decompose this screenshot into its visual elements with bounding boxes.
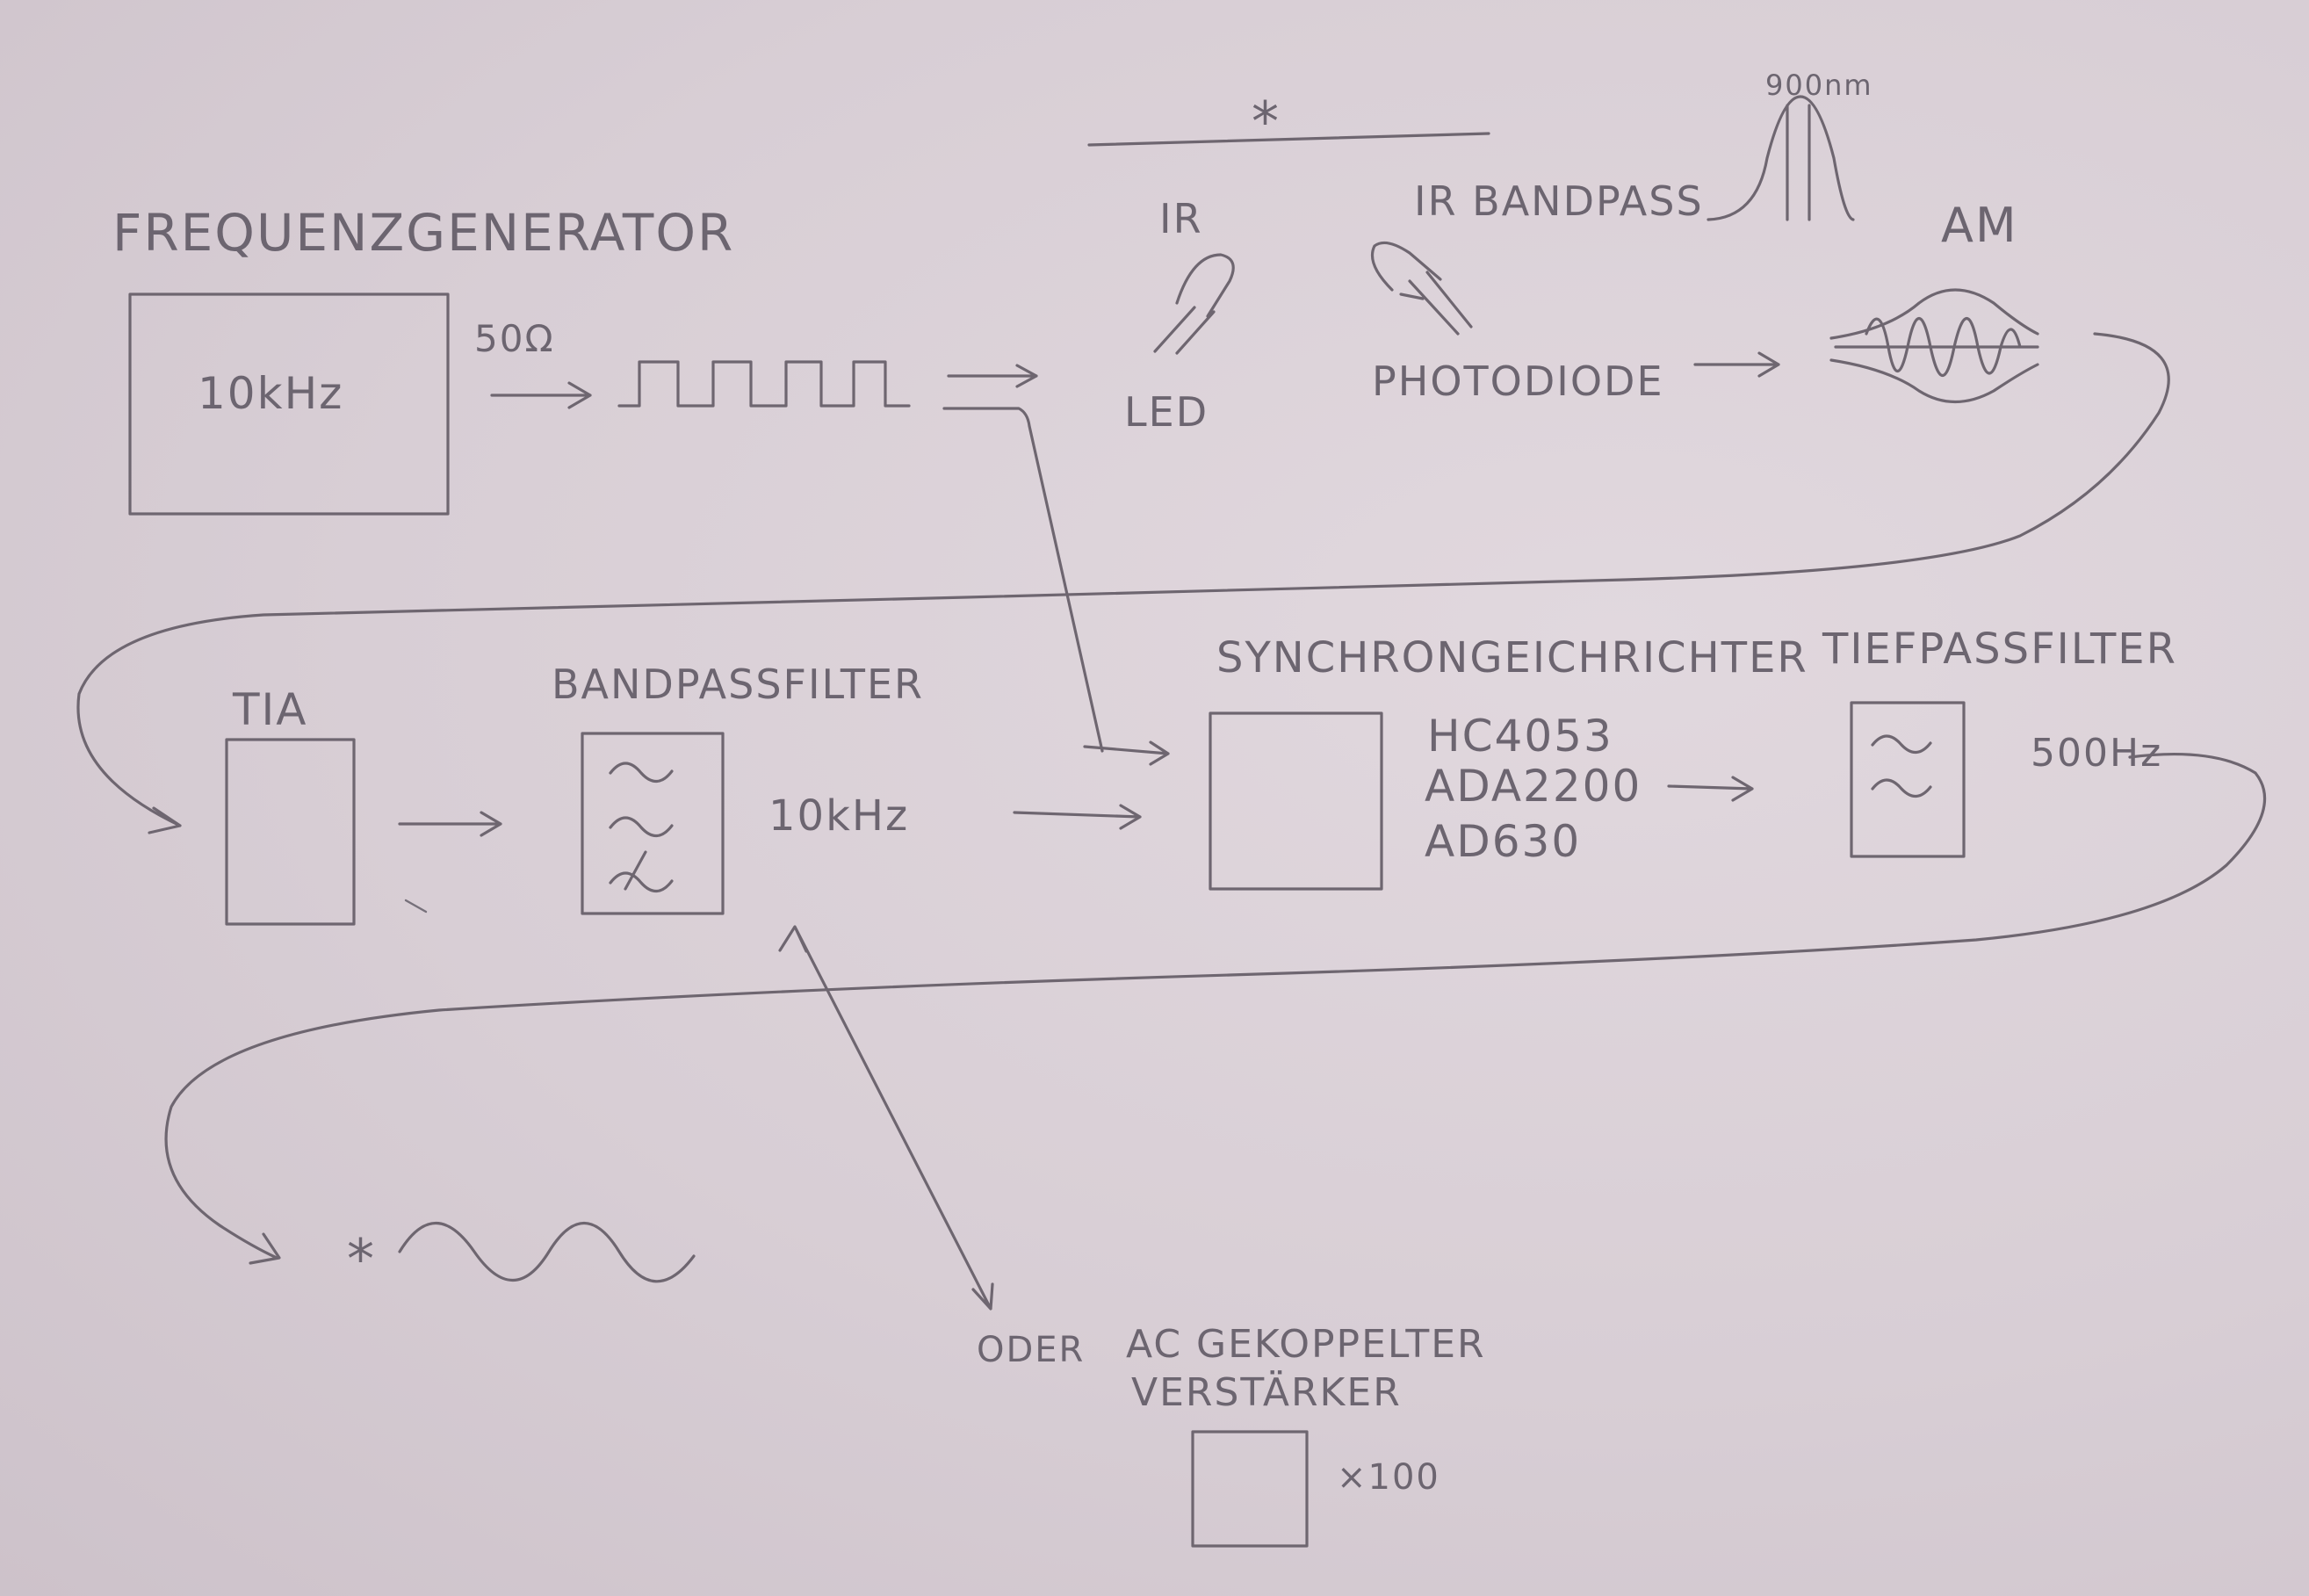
arrow-gen-to-square (490, 381, 592, 409)
freq-generator-label: FREQUENZGENERATOR (112, 203, 734, 263)
arrow-bandpass-to-alternative (778, 925, 994, 1311)
square-wave-icon (617, 360, 911, 408)
connector-am-to-tia (76, 332, 2170, 834)
ir-led-label: IR (1159, 195, 1203, 242)
lowpass-filter-box (1850, 701, 1966, 858)
output-sine-icon (398, 1221, 696, 1283)
star-top: * (1252, 90, 1281, 154)
led-icon (1153, 253, 1235, 355)
lowpass-filter-icon (1871, 734, 1932, 798)
arrow-to-led (947, 364, 1038, 388)
chip-hc4053: HC4053 (1427, 711, 1613, 762)
star-bottom: * (347, 1227, 376, 1291)
ir-bandpass-label: IR BANDPASS (1414, 177, 1704, 225)
impedance-label: 50Ω (474, 317, 555, 360)
connector-lowpass-to-output (164, 752, 2267, 1265)
bandpass-filter-freq: 10kHz (768, 791, 909, 841)
am-signal-icon (1829, 288, 2039, 404)
led-label: LED (1124, 388, 1209, 436)
bandpass-filter-icon (609, 762, 674, 893)
sync-rectifier-label: SYNCHRONGEICHRICHTER (1216, 633, 1808, 682)
sync-rectifier-box (1209, 711, 1383, 891)
photodiode-label: PHOTODIODE (1372, 357, 1664, 405)
lowpass-filter-freq: 500Hz (2031, 731, 2162, 776)
bandpass-filter-box (581, 732, 725, 915)
wavelength-label: 900nm (1765, 69, 1873, 102)
arrow-tia-to-bandpass (398, 811, 502, 837)
chip-ada2200: ADA2200 (1425, 761, 1642, 812)
freq-generator-value: 10kHz (198, 368, 343, 419)
tia-label: TIA (232, 684, 308, 735)
oder-label: ODER (977, 1330, 1085, 1370)
photodiode-icon (1370, 241, 1473, 336)
tia-box (225, 738, 356, 926)
lowpass-filter-label: TIEFPASSFILTER (1822, 625, 2177, 674)
ac-amp-label-1: AC GEKOPPELTER (1126, 1322, 1486, 1367)
arrow-photodiode-to-am (1693, 351, 1780, 378)
ref-line (942, 407, 1170, 766)
freq-generator-box (128, 292, 450, 516)
chip-ad630: AD630 (1425, 816, 1581, 867)
arrow-bandpass-to-sync (1013, 804, 1142, 830)
star-reference-line (1087, 132, 1490, 147)
ac-amp-label-2: VERSTÄRKER (1131, 1369, 1402, 1415)
ac-amp-box (1191, 1430, 1309, 1548)
am-label: AM (1941, 198, 2018, 253)
bandpass-curve-icon (1706, 95, 1855, 221)
arrow-sync-to-lowpass (1667, 776, 1754, 802)
bandpass-filter-label: BANDPASSFILTER (552, 661, 924, 708)
gain-label: ×100 (1337, 1457, 1440, 1498)
tia-tick (404, 899, 428, 914)
